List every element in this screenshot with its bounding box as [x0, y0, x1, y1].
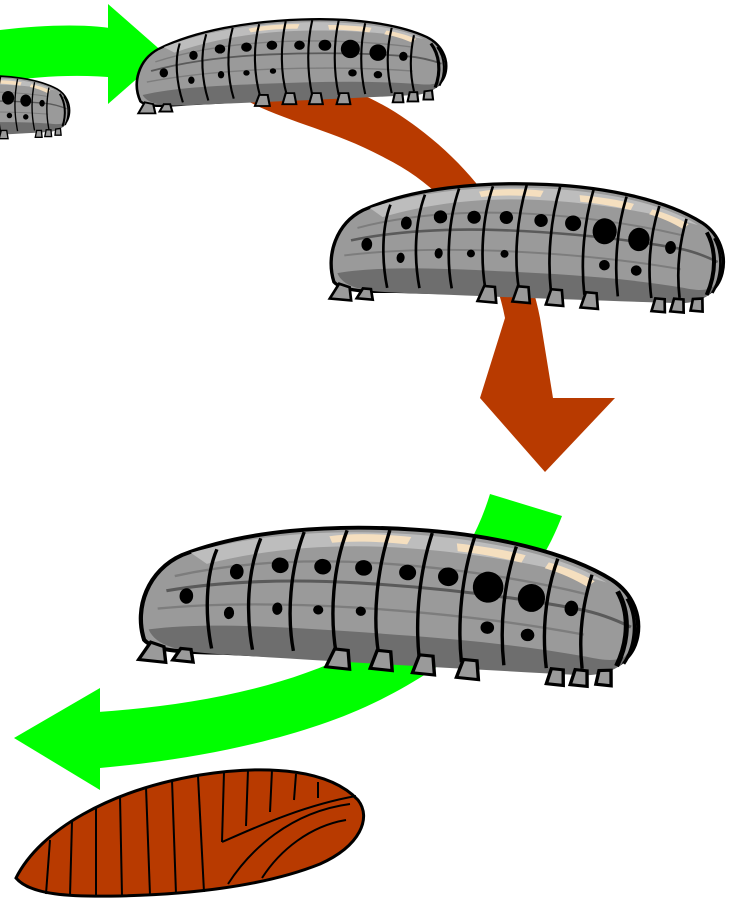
- caterpillar-2: [135, 17, 448, 115]
- caterpillar-1: [0, 74, 71, 147]
- arrow-top-green: [0, 4, 165, 104]
- arrow-bottom-green: [14, 494, 562, 790]
- pupa: [14, 768, 366, 898]
